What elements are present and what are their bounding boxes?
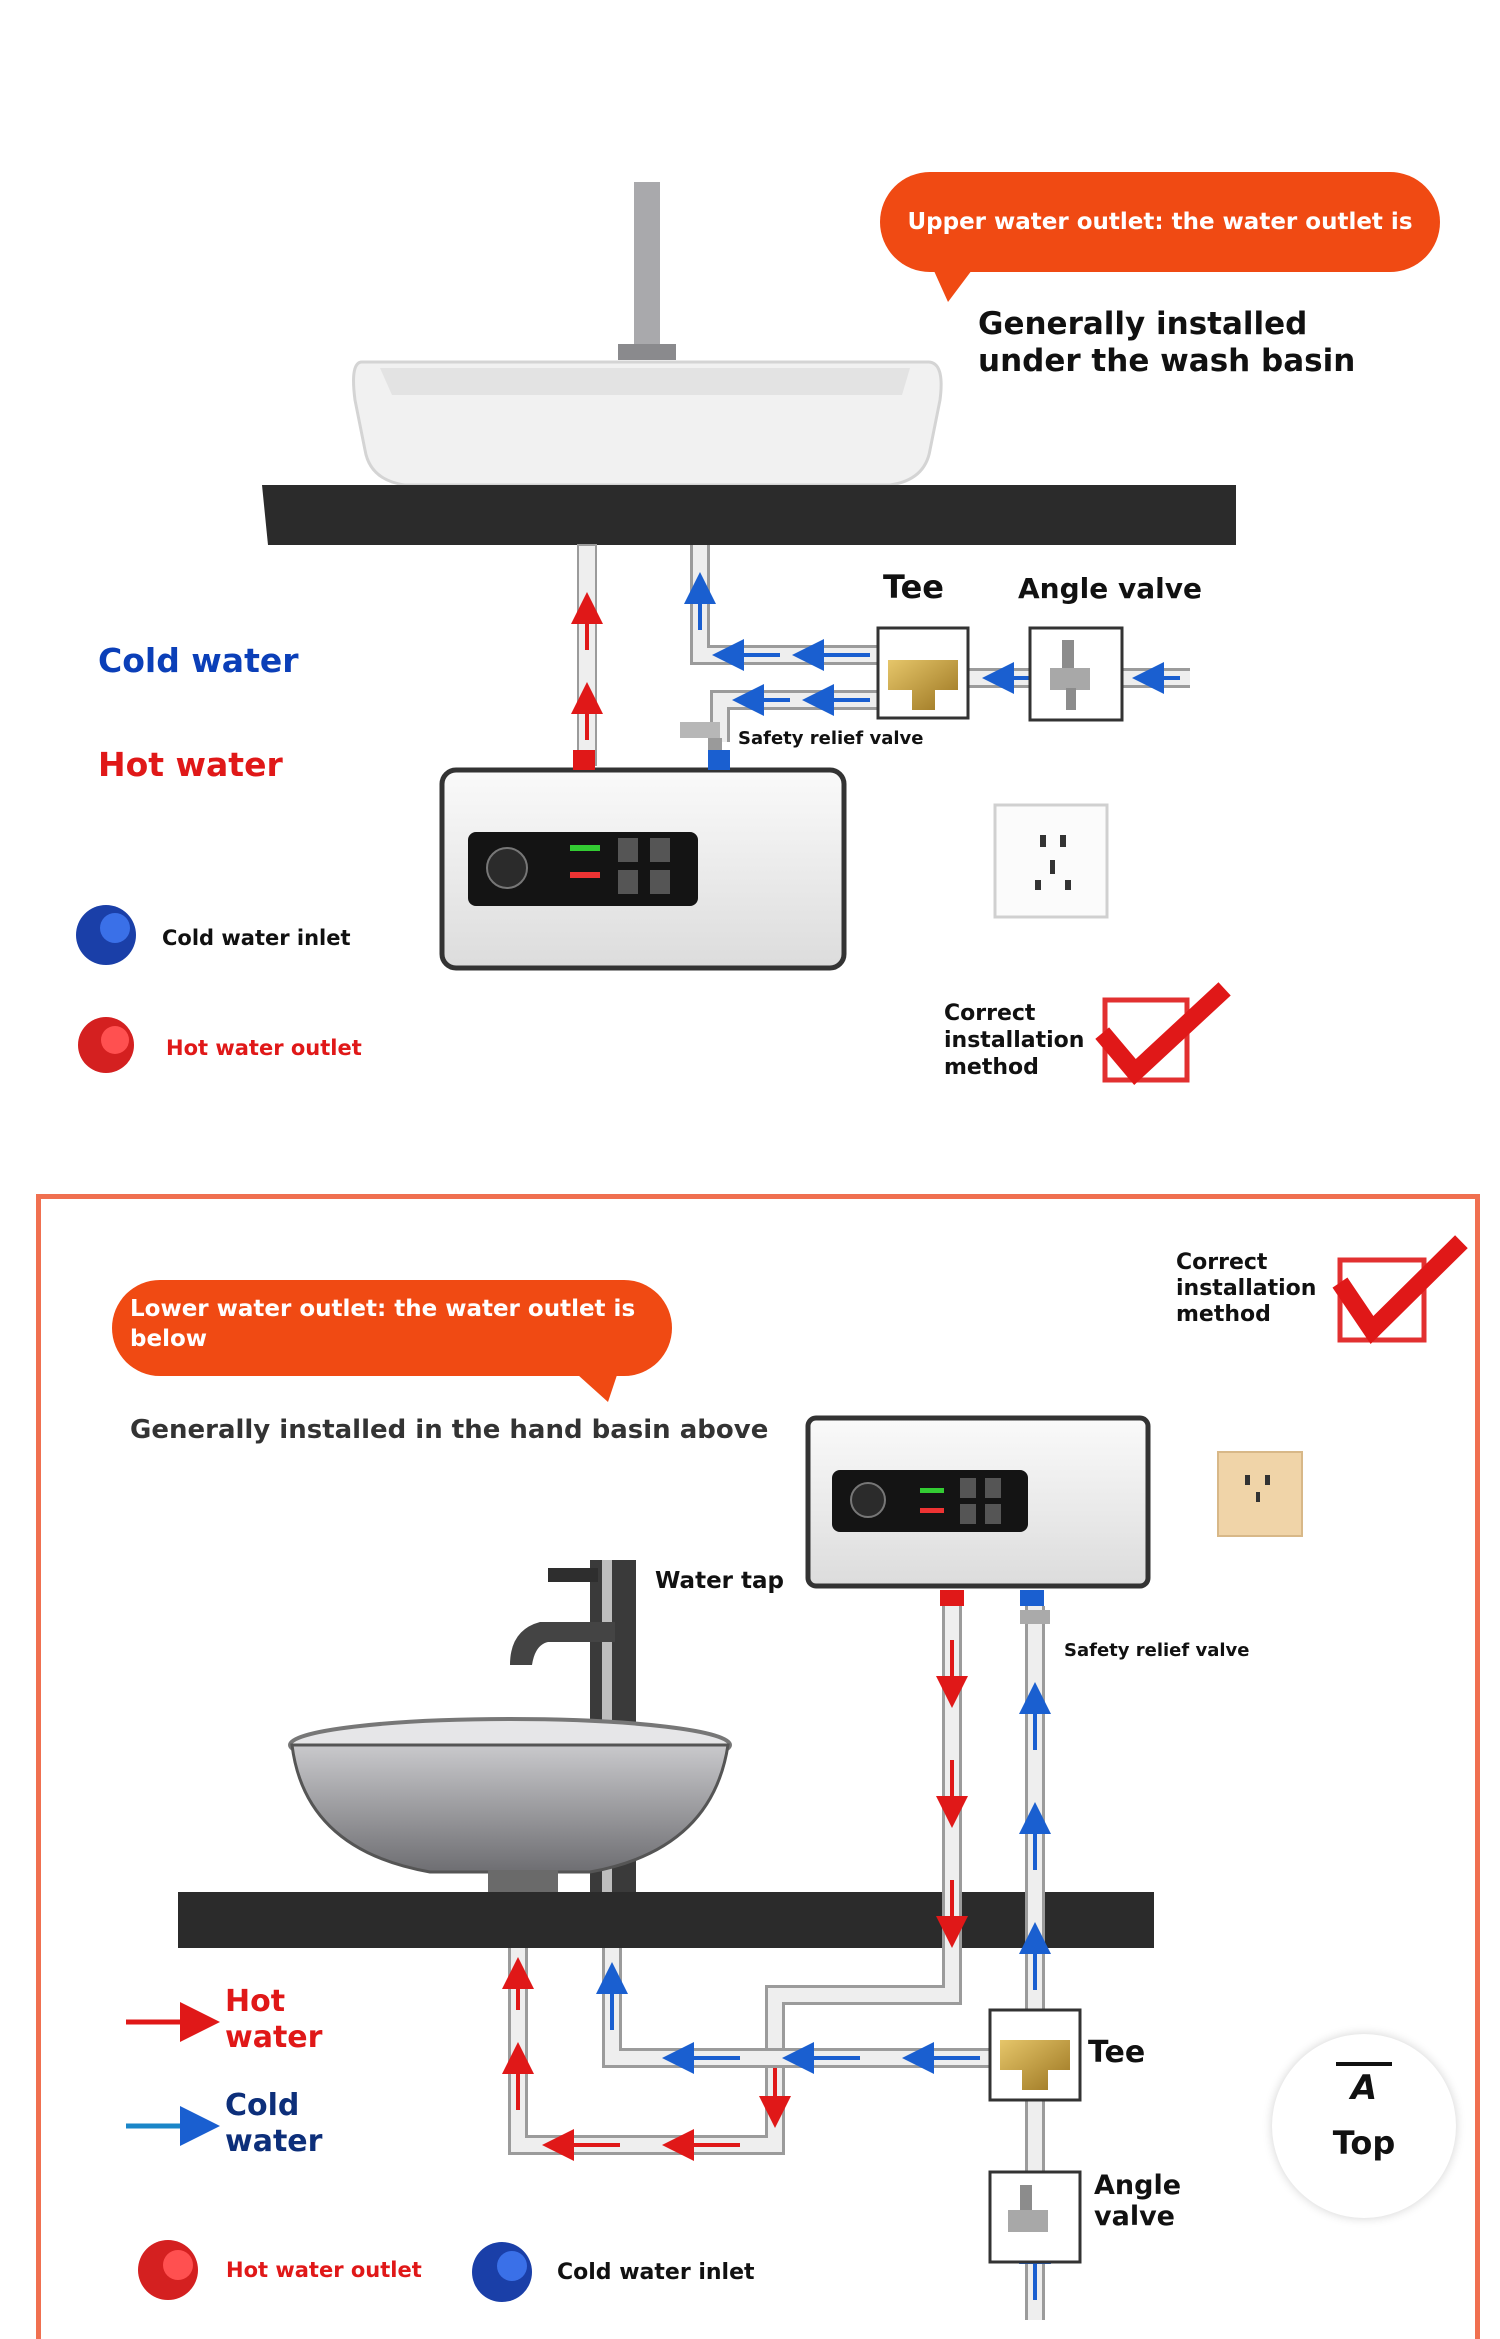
check-mark-icon bbox=[1095, 982, 1231, 1086]
bubble-tail bbox=[930, 262, 978, 302]
safety-relief-valve-label: Safety relief valve bbox=[738, 728, 924, 749]
upper-outlet-bubble: Upper water outlet: the water outlet is … bbox=[880, 172, 1440, 335]
angle-valve-label: Angle valve bbox=[1018, 572, 1202, 605]
hot-pipe-lower bbox=[502, 1606, 968, 2161]
water-heater-icon bbox=[439, 750, 847, 971]
tee-label: Tee bbox=[883, 568, 944, 606]
hot-water-legend: Hot water bbox=[98, 745, 283, 784]
cold-water-inlet-label: Cold water inlet bbox=[557, 2260, 755, 2285]
hot-water-outlet-label: Hot water outlet bbox=[226, 2258, 422, 2282]
back-to-top-glyph: A bbox=[1350, 2068, 1378, 2108]
lower-outlet-bubble: Lower water outlet: the water outlet is … bbox=[112, 1280, 672, 1376]
water-heater-icon bbox=[805, 1415, 1151, 1606]
check-mark-icon bbox=[1332, 1235, 1468, 1345]
cold-water-inlet-label: Cold water inlet bbox=[162, 926, 351, 950]
cold-water-legend: Cold water bbox=[225, 2088, 323, 2159]
water-tap-label: Water tap bbox=[655, 1568, 784, 1594]
lower-outlet-bubble-text: Lower water outlet: the water outlet is … bbox=[130, 1296, 636, 1352]
back-to-top-label: Top bbox=[1332, 2124, 1396, 2162]
power-socket-icon bbox=[993, 803, 1109, 919]
hot-pipe-upper bbox=[571, 544, 603, 766]
upper-subtitle: Generally installed under the wash basin bbox=[978, 306, 1356, 379]
faucet-icon bbox=[618, 182, 676, 360]
cold-water-inlet-icon bbox=[76, 905, 136, 965]
angle-valve-icon bbox=[988, 2170, 1082, 2264]
back-to-top-icon: A bbox=[1336, 2062, 1392, 2110]
basin-icon bbox=[288, 1717, 732, 1892]
basin-icon bbox=[352, 360, 943, 487]
power-socket-icon bbox=[1217, 1451, 1303, 1537]
lower-subtitle: Generally installed in the hand basin ab… bbox=[130, 1415, 769, 1445]
tee-label: Tee bbox=[1088, 2035, 1146, 2070]
angle-valve-icon bbox=[1028, 626, 1124, 722]
hot-water-outlet-icon bbox=[78, 1017, 134, 1073]
safety-relief-valve-icon bbox=[1020, 1610, 1050, 1624]
cold-water-legend: Cold water bbox=[98, 641, 299, 680]
lower-section-frame bbox=[36, 1194, 1480, 2339]
safety-relief-valve-label: Safety relief valve bbox=[1064, 1640, 1250, 1661]
tee-fitting-icon bbox=[988, 2008, 1082, 2102]
hot-water-outlet-label: Hot water outlet bbox=[166, 1036, 362, 1060]
back-to-top-button[interactable]: A Top bbox=[1272, 2034, 1456, 2218]
bubble-tail bbox=[568, 1366, 620, 1402]
counter-top bbox=[262, 485, 1236, 545]
correct-method-label: Correct installation method bbox=[944, 1001, 1085, 1080]
angle-valve-label: Angle valve bbox=[1094, 2170, 1182, 2232]
upper-outlet-bubble-text: Upper water outlet: the water outlet is … bbox=[907, 209, 1413, 335]
counter-top bbox=[178, 1892, 1154, 1948]
correct-method-label: Correct installation method bbox=[1176, 1250, 1317, 1327]
hot-water-outlet-icon bbox=[138, 2240, 198, 2300]
cold-water-inlet-icon bbox=[472, 2242, 532, 2302]
tee-fitting-icon bbox=[876, 626, 970, 720]
hot-water-legend: Hot water bbox=[225, 1984, 323, 2055]
